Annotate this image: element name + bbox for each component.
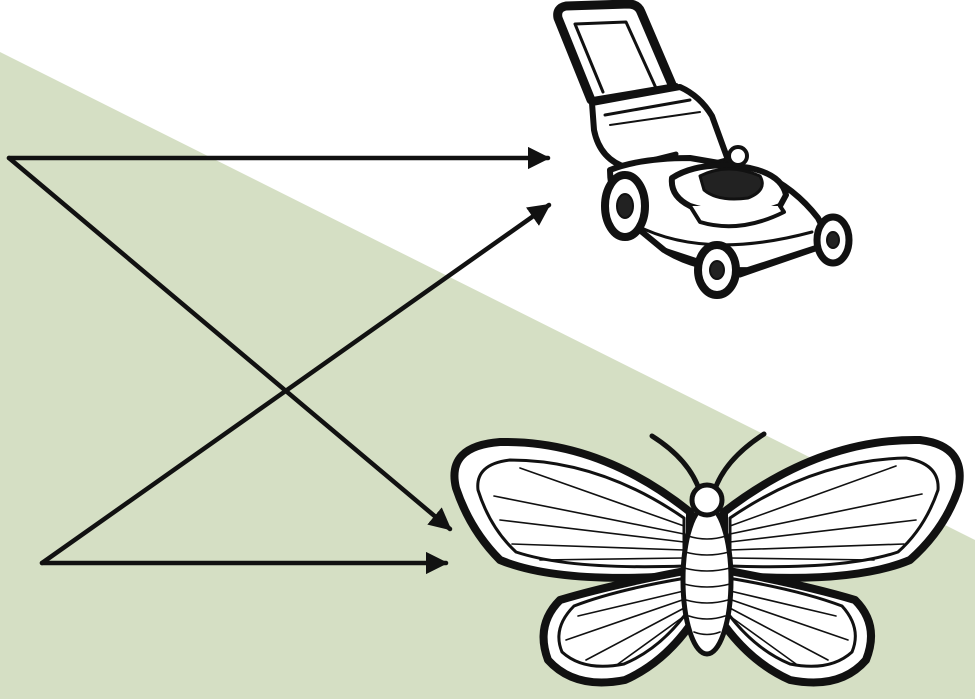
- butterfly-icon: [450, 431, 964, 687]
- lawn-mower-icon: [553, 0, 853, 299]
- arrow-bottom-to-mower: [39, 202, 552, 566]
- arrow-top-to-butterfly: [6, 155, 453, 532]
- arrows: [6, 146, 552, 575]
